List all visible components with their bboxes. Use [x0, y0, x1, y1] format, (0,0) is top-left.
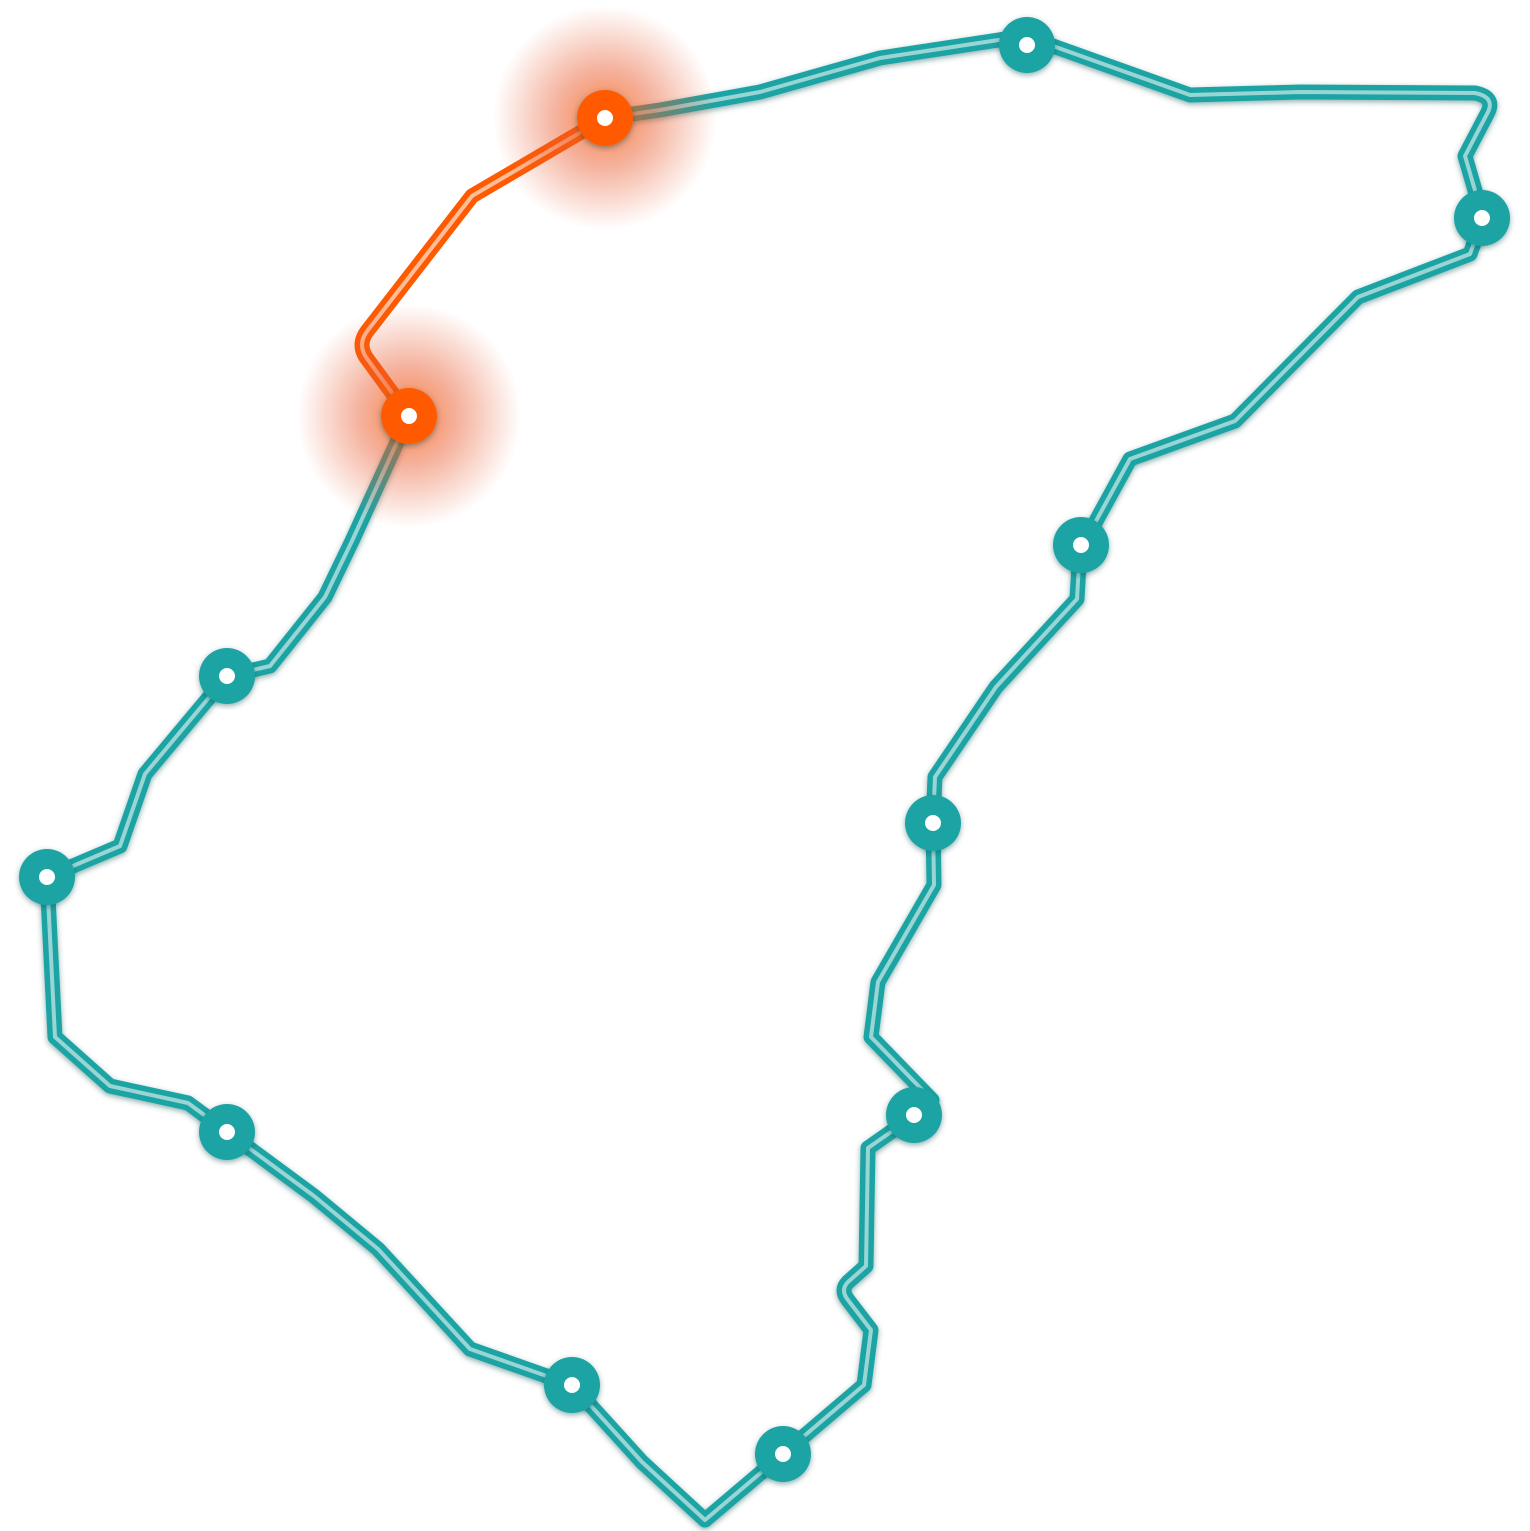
- stop-8[interactable]: [199, 1104, 255, 1160]
- stop-3[interactable]: [1053, 517, 1109, 573]
- route-inner-stroke: [45, 34, 1492, 1522]
- stop-4[interactable]: [905, 795, 961, 851]
- stop-9[interactable]: [19, 849, 75, 905]
- stop-6[interactable]: [755, 1426, 811, 1482]
- stop-13[interactable]: [297, 304, 521, 528]
- route-stops: [19, 6, 1510, 1482]
- stop-14[interactable]: [493, 6, 717, 230]
- stop-10[interactable]: [199, 648, 255, 704]
- stop-2[interactable]: [1454, 190, 1510, 246]
- route-line: [39, 28, 1498, 1528]
- stop-5[interactable]: [886, 1087, 942, 1143]
- route-outer-stroke: [39, 28, 1498, 1528]
- stop-1[interactable]: [999, 17, 1055, 73]
- stop-7[interactable]: [544, 1357, 600, 1413]
